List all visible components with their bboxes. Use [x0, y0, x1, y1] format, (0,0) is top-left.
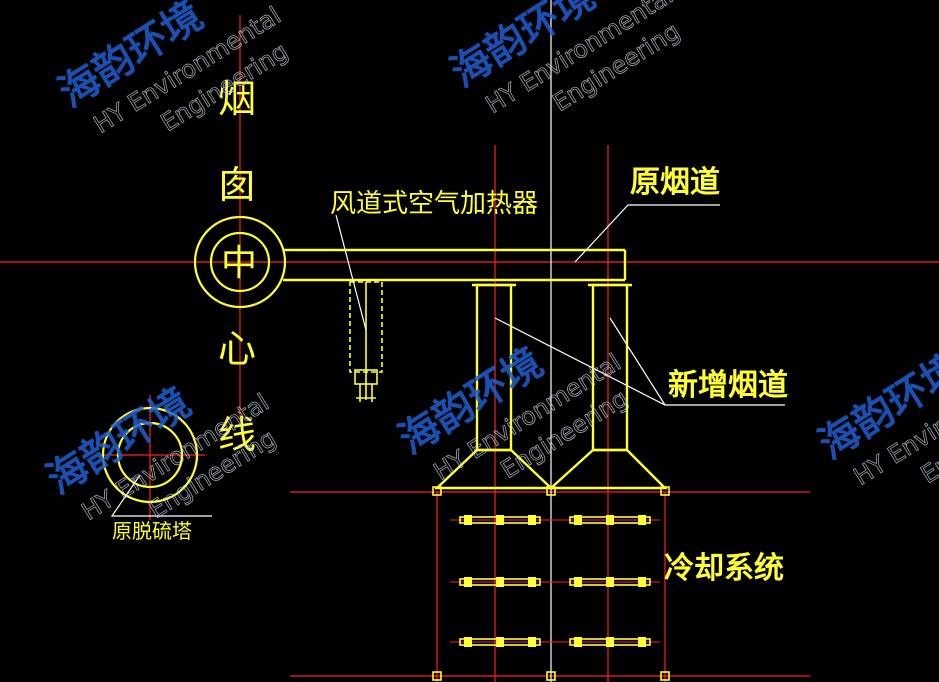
tower-outer-circle	[101, 406, 199, 504]
tube-fitting	[574, 577, 582, 587]
tube-fitting	[496, 637, 504, 647]
tube-fitting	[496, 515, 504, 525]
cooling-system	[432, 486, 670, 681]
tube-fitting	[464, 515, 472, 525]
hopper-right	[547, 449, 668, 490]
leader-duct-heater	[335, 214, 367, 331]
tube-fitting	[606, 577, 614, 587]
new-flue-label: 新增烟道	[668, 368, 788, 403]
tube-fitting	[464, 577, 472, 587]
chimney-center-line-label: 烟 囱 中 心 线	[218, 77, 257, 457]
chimney-label-char-1: 烟	[218, 77, 256, 121]
original-flue-duct	[283, 248, 627, 282]
cooling-node-3	[660, 486, 670, 496]
watermark-2: 海韵环境 HY Environmental Engineering	[443, 0, 685, 119]
leader-new-flue-right	[609, 317, 666, 406]
duct-heater-label: 风道式空气加热器	[330, 189, 538, 219]
duct-air-heater	[349, 281, 383, 402]
desulfurization-tower-label: 原脱硫塔	[112, 519, 192, 543]
chimney-inner-circle	[209, 231, 271, 293]
tube-fitting	[606, 637, 614, 647]
tube-fitting	[528, 577, 536, 587]
hopper-left	[433, 449, 555, 490]
tube-fitting	[638, 577, 646, 587]
chimney-outer-circle	[193, 215, 287, 309]
center-lines	[0, 15, 939, 682]
cooling-node-1	[432, 486, 442, 496]
tube-fitting	[528, 637, 536, 647]
cooling-tube-rows	[450, 515, 660, 647]
tube-fitting	[528, 515, 536, 525]
tube-fitting	[496, 577, 504, 587]
tube-fitting	[638, 637, 646, 647]
cooling-node-2	[546, 486, 556, 496]
cooling-node-5	[546, 671, 556, 681]
chimney-label-char-4: 心	[218, 327, 256, 371]
chimney-label-char-2: 囱	[218, 163, 256, 207]
tube-fitting	[464, 637, 472, 647]
desulfurization-tower	[101, 406, 199, 504]
cooling-node-4	[432, 671, 442, 681]
watermark-5: 海韵环境 HY Environmental Engineering	[811, 345, 939, 492]
tube-fitting	[574, 515, 582, 525]
tube-fitting	[638, 515, 646, 525]
original-flue-label: 原烟道	[630, 165, 720, 200]
chimney-label-char-3: 中	[221, 243, 257, 284]
leader-original-flue	[574, 204, 720, 263]
heater-motor	[354, 369, 378, 385]
tube-fitting	[574, 637, 582, 647]
chimney	[193, 215, 287, 309]
watermark-1: 海韵环境 HY Environmental Engineering	[51, 0, 293, 139]
cooling-node-6	[660, 671, 670, 681]
tube-fitting	[606, 515, 614, 525]
leader-desulfurization-tower	[110, 474, 212, 517]
leader-lines	[110, 204, 785, 517]
tower-inner-circle	[116, 421, 184, 489]
chimney-label-char-5: 线	[218, 413, 256, 457]
cooling-system-label: 冷却系统	[664, 551, 784, 586]
